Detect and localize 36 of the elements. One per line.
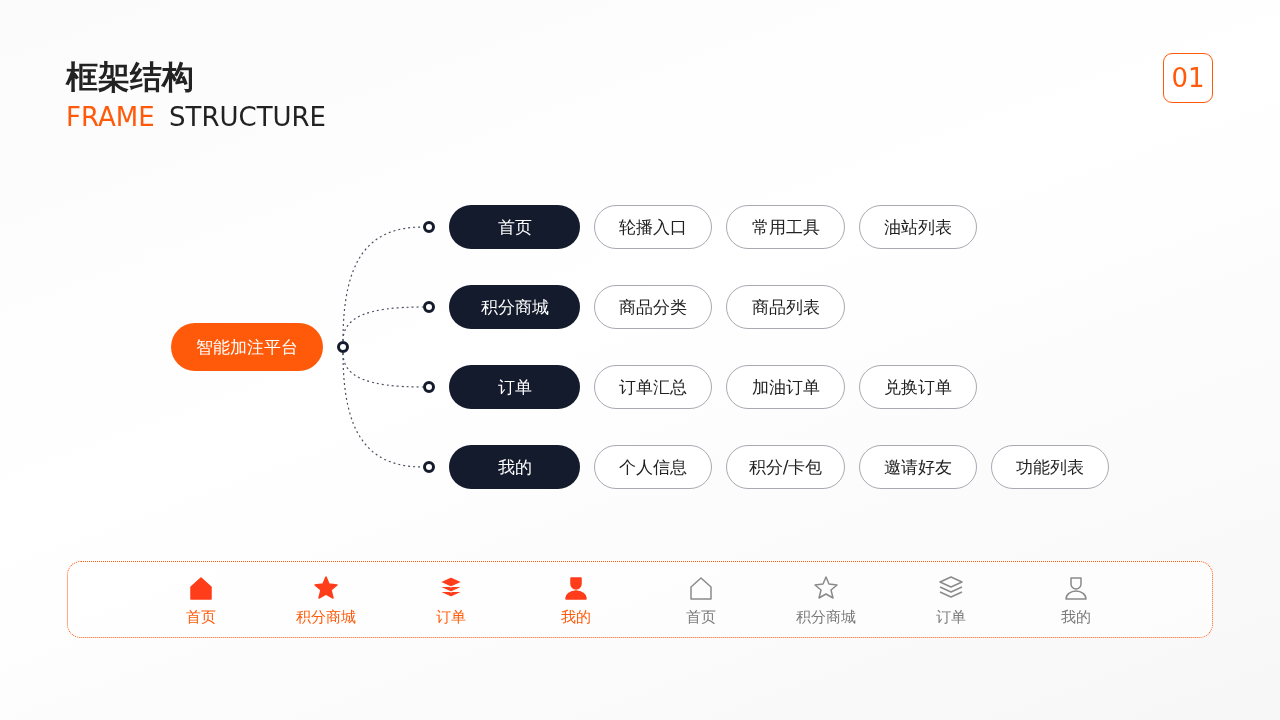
tab-label: 积分商城 <box>795 608 857 627</box>
feature-pill: 加油订单 <box>726 365 845 409</box>
feature-pill: 功能列表 <box>991 445 1109 489</box>
tab-label: 订单 <box>435 608 467 627</box>
page-number-badge: 01 <box>1163 53 1213 103</box>
feature-pill: 邀请好友 <box>859 445 977 489</box>
connector <box>342 306 424 342</box>
feature-pill: 兑换订单 <box>859 365 977 409</box>
feature-pill: 商品列表 <box>726 285 845 329</box>
category-pill: 首页 <box>449 205 580 249</box>
tab-label: 首页 <box>185 608 217 627</box>
feature-pill: 个人信息 <box>594 445 712 489</box>
feature-pill: 订单汇总 <box>594 365 712 409</box>
tab-label: 我的 <box>560 608 592 627</box>
tab-label: 订单 <box>935 608 967 627</box>
tab-label: 我的 <box>1060 608 1092 627</box>
tab-label: 首页 <box>685 608 717 627</box>
feature-pill: 轮播入口 <box>594 205 712 249</box>
title: 框架结构 <box>66 57 194 98</box>
feature-pill: 积分/卡包 <box>726 445 845 489</box>
subtitle-word: STRUCTURE <box>169 102 327 132</box>
tab-bar <box>67 561 1213 638</box>
branch-dot <box>423 381 435 393</box>
category-pill: 积分商城 <box>449 285 580 329</box>
category-pill: 订单 <box>449 365 580 409</box>
branch-dot <box>423 301 435 313</box>
feature-pill: 商品分类 <box>594 285 712 329</box>
root-pill: 智能加注平台 <box>171 323 323 371</box>
subtitle-word: FRAME <box>66 102 155 132</box>
branch-dot <box>423 461 435 473</box>
hub-dot <box>337 341 349 353</box>
tab-label: 积分商城 <box>295 608 357 627</box>
feature-pill: 常用工具 <box>726 205 845 249</box>
feature-pill: 油站列表 <box>859 205 977 249</box>
category-pill: 我的 <box>449 445 580 489</box>
branch-dot <box>423 221 435 233</box>
